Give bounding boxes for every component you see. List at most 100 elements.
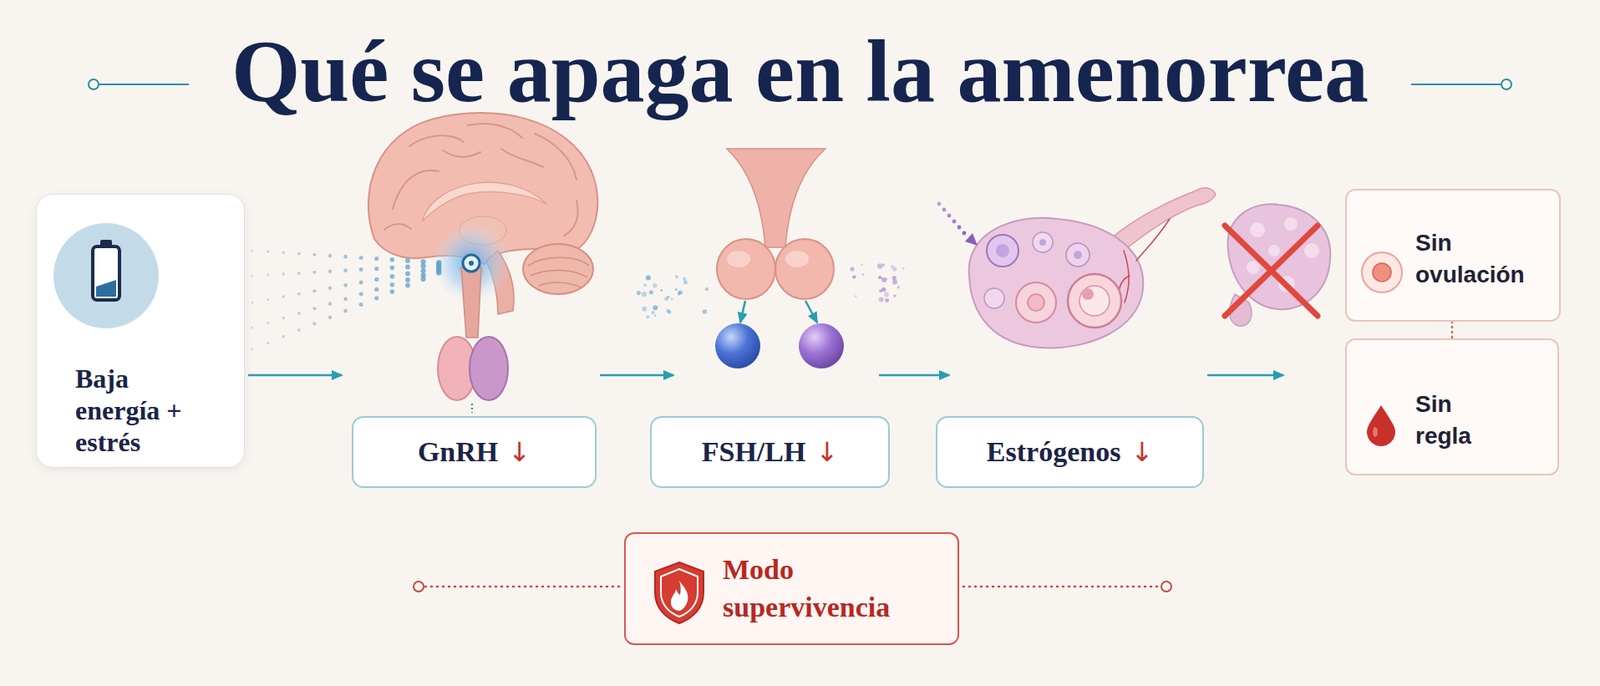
particle-dot: [952, 219, 957, 224]
particle-dot: [902, 267, 905, 270]
particle-dot: [312, 270, 316, 275]
particle-dot: [675, 274, 679, 279]
particle-dot: [266, 250, 270, 254]
particle-dot: [881, 287, 887, 293]
particle-dot: [343, 268, 348, 273]
particle-dot: [328, 301, 332, 305]
effect-box: Sin ovulación: [1345, 188, 1561, 322]
particle-dot: [877, 263, 883, 269]
particle-dot: [343, 309, 348, 314]
particle-dot: [645, 314, 650, 319]
particle-dot: [281, 251, 285, 255]
particle-dot: [892, 266, 897, 271]
particle-dot: [251, 274, 254, 278]
particle-dot: [251, 249, 254, 253]
particle-dot: [937, 202, 942, 207]
particle-dot: [281, 272, 285, 276]
particle-dot: [359, 267, 364, 272]
particle-dot: [281, 316, 285, 320]
particle-dot: [942, 208, 947, 213]
particle-dot: [652, 304, 658, 310]
particle-dot: [374, 277, 379, 282]
particle-dot: [328, 315, 332, 320]
node-label: GnRH: [417, 437, 498, 467]
hormone-box: Estrógenos ↓: [935, 416, 1204, 488]
particle-dot: [312, 306, 316, 310]
particle-dot: [641, 291, 647, 297]
particle-dot: [854, 294, 858, 298]
particle-dot: [667, 309, 672, 315]
particle-dot: [405, 283, 411, 289]
uterus-illustration: [1224, 203, 1331, 326]
particle-dot: [312, 321, 316, 326]
particle-dot: [359, 302, 364, 307]
particle-dot: [421, 276, 427, 282]
particle-dot: [881, 277, 887, 283]
particle-dot: [297, 328, 301, 332]
decrease-arrow: ↓: [1130, 438, 1154, 466]
particle-dot: [297, 311, 301, 315]
node-label: Modo supervivencia: [722, 550, 924, 626]
particle-dot: [374, 295, 379, 300]
particle-dot: [884, 298, 889, 303]
particle-dot: [654, 314, 656, 317]
particle-dot: [892, 279, 898, 285]
effect-box: Sin regla: [1345, 338, 1560, 476]
node-label: Sin ovulación: [1415, 227, 1550, 291]
particle-dot: [312, 253, 316, 257]
particle-dot: [297, 252, 301, 256]
particle-dot: [343, 296, 348, 301]
text-group: Sin ovulación: [1415, 227, 1550, 291]
node-label: Estrógenos: [986, 437, 1122, 467]
ovulation-icon: [1346, 190, 1414, 324]
particle-dot: [328, 269, 332, 274]
particle-dot: [852, 274, 856, 279]
particle-dot: [374, 266, 379, 271]
particle-dot: [878, 275, 883, 280]
particle-dot: [405, 258, 411, 264]
particle-dot: [281, 294, 285, 299]
particle-dot: [897, 285, 900, 289]
particle-dot: [650, 310, 655, 315]
battery-icon: [36, 194, 179, 337]
particle-dot: [266, 321, 270, 325]
particle-dot: [297, 271, 301, 275]
particle-dot: [645, 274, 651, 280]
particle-dot: [312, 289, 316, 293]
particle-dot: [328, 286, 332, 290]
particle-dot: [705, 287, 709, 291]
particle-dot: [641, 306, 647, 312]
particle-dot: [878, 297, 884, 303]
particle-dot: [883, 292, 889, 298]
particle-dot: [266, 298, 270, 301]
particle-dot: [962, 231, 967, 236]
particle-dot: [281, 335, 285, 339]
particle-dot: [849, 266, 854, 271]
particle-dot: [374, 256, 379, 261]
particle-dot: [405, 264, 411, 270]
particle-dot: [297, 292, 301, 296]
particle-group: [251, 202, 967, 351]
particle-dot: [957, 225, 962, 230]
particle-dot: [664, 296, 669, 301]
ovary-illustration: [965, 187, 1216, 349]
hormone-box: GnRH↓: [351, 416, 597, 488]
particle-dot: [405, 277, 411, 283]
particle-dot: [390, 257, 396, 263]
particle-dot: [893, 294, 896, 297]
particle-dot: [636, 290, 641, 295]
particle-dot: [374, 287, 379, 292]
particle-dot: [643, 283, 647, 287]
particle-dot: [436, 269, 442, 275]
particle-dot: [947, 213, 952, 219]
diagram-title: Qué se apaga en la amenorrea: [0, 27, 1600, 117]
cause-box: Baja energía + estrés: [35, 193, 245, 468]
hormone-box: FSH/LH↓: [650, 416, 890, 488]
particle-dot: [677, 293, 681, 296]
shield-icon: [625, 533, 735, 647]
particle-dot: [266, 273, 270, 276]
dotted-connector: [1451, 321, 1454, 339]
particle-dot: [683, 280, 688, 285]
text-group: Sin regla: [1415, 388, 1499, 453]
node-label: Sin regla: [1415, 388, 1499, 453]
